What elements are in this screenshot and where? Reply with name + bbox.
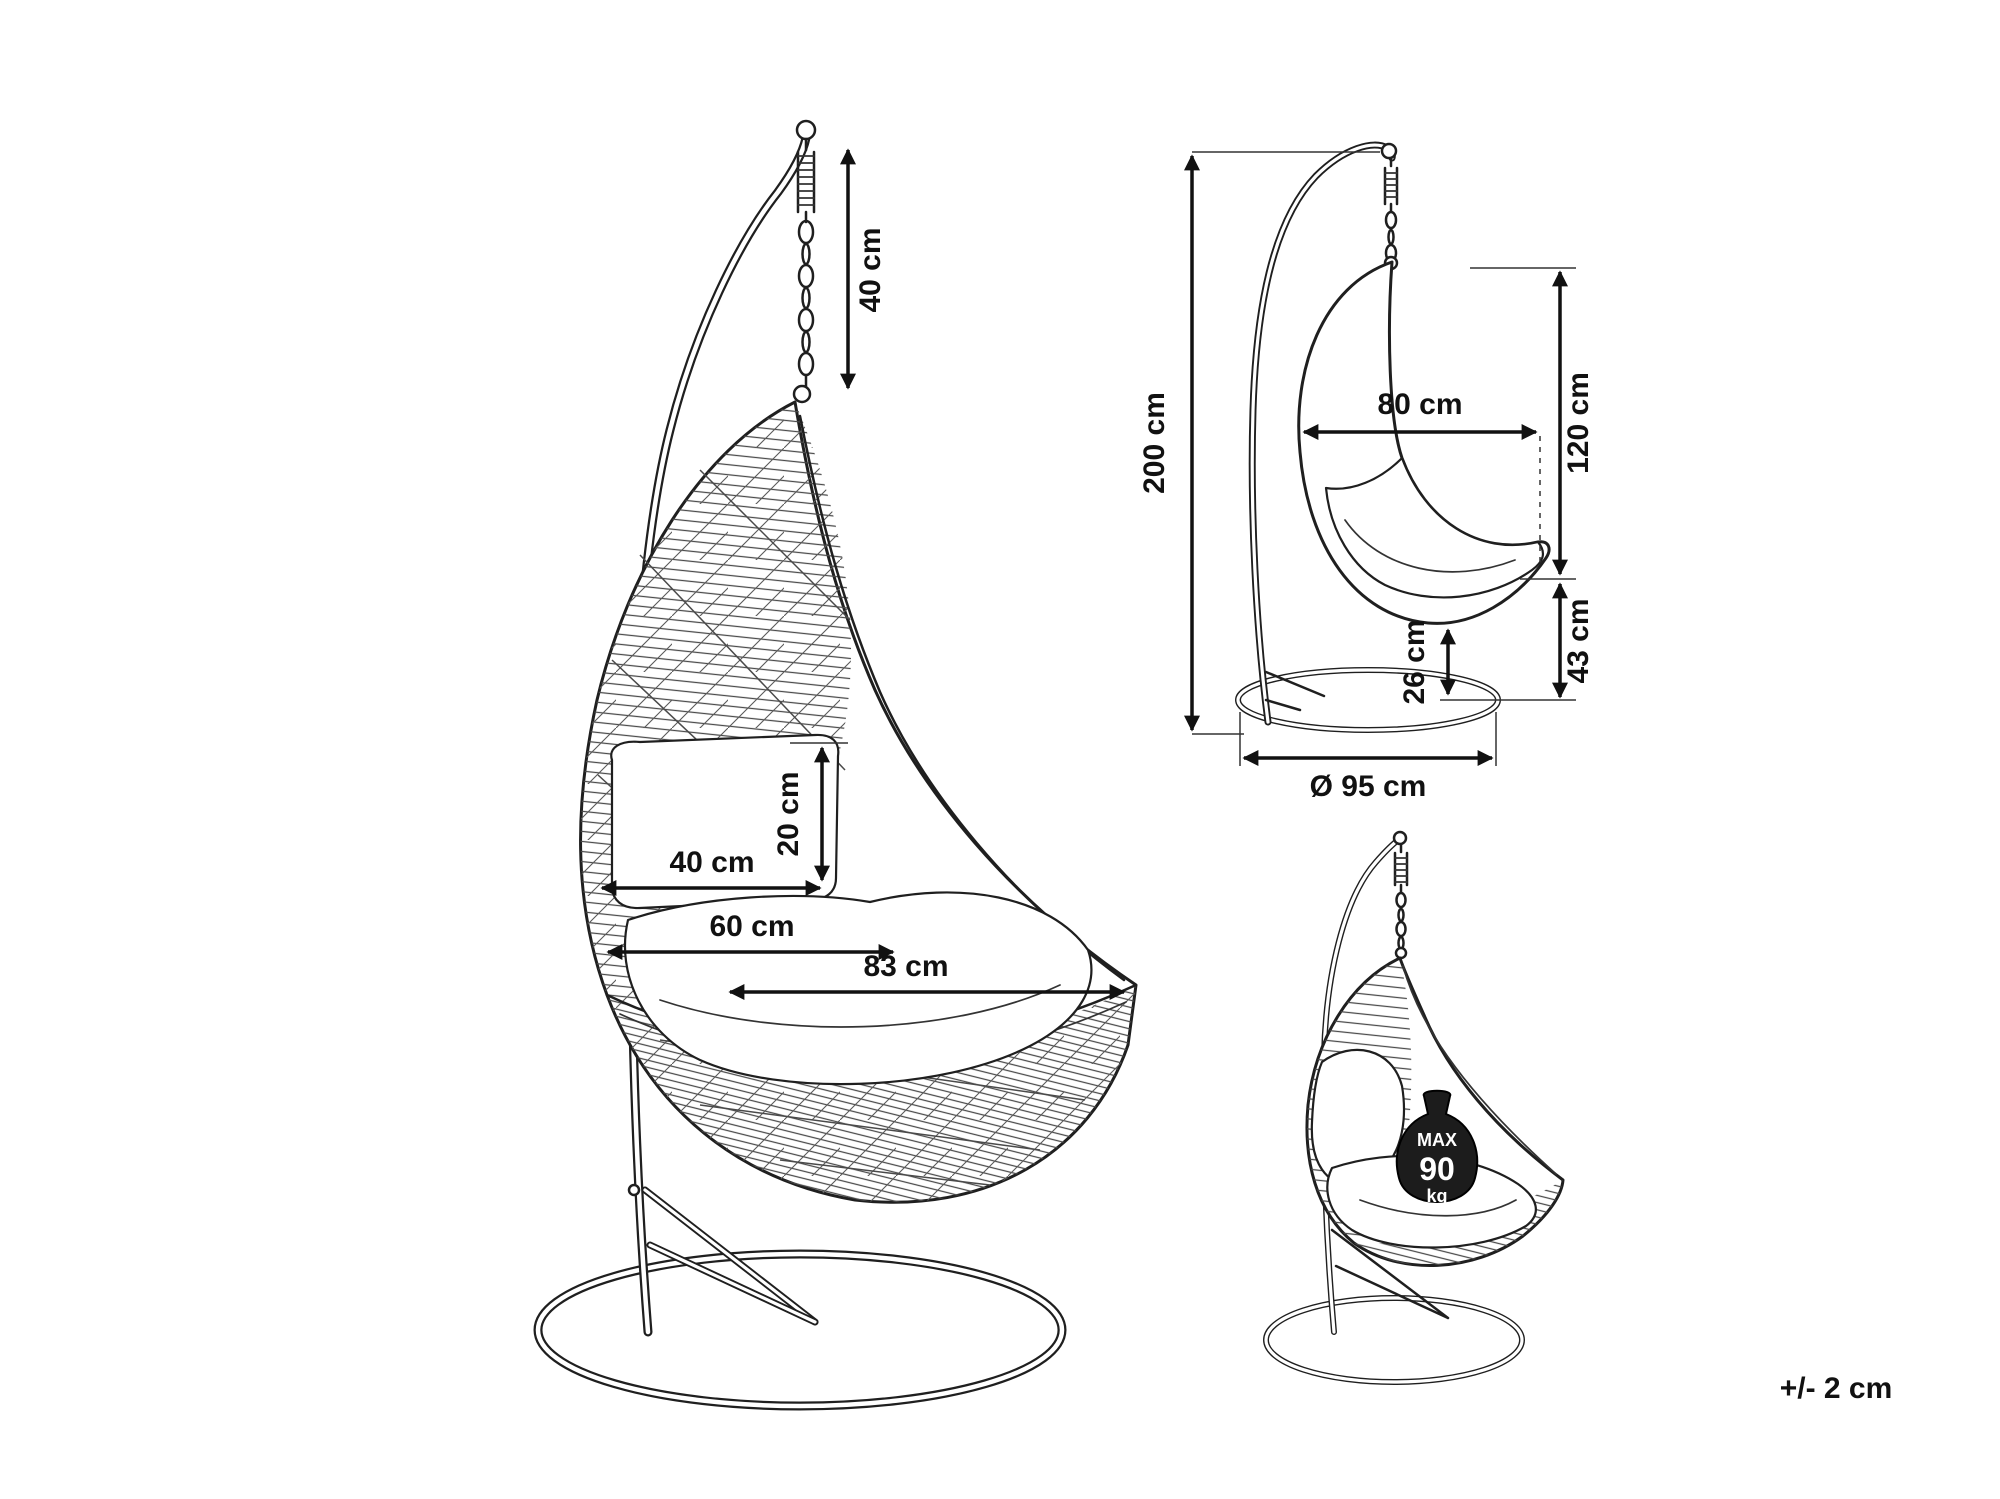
dim-cushion-height: 20 cm [772,771,805,856]
weight-vessel [1395,1089,1479,1203]
load-chain [1393,843,1409,960]
side-chair-body [1297,260,1551,625]
max-load-unit: kg [1426,1186,1447,1206]
side-stand-pole [1248,141,1398,726]
load-stand-pole [1320,830,1450,1335]
max-load-weight: MAX 90 kg [1395,1089,1479,1206]
max-load-label: MAX [1417,1130,1457,1150]
dim-seat-depth: 80 cm [1377,388,1462,421]
max-load-value: 90 [1419,1151,1455,1187]
load-hook-ball [1392,830,1408,846]
dim-chair-height: 120 cm [1562,372,1595,474]
base-ring [533,1249,1067,1411]
dim-cushion-width: 40 cm [669,846,754,879]
dim-seat-width: 60 cm [709,910,794,943]
dim-opening-width: 83 cm [863,950,948,983]
dim-total-height: 200 cm [1138,392,1171,494]
load-base-ring [1263,1295,1525,1385]
side-view-drawing: 200 cm 80 cm 120 cm 43 cm 26 cm Ø 95 cm [1138,141,1595,803]
back-cushion [610,733,840,910]
tolerance-note: +/- 2 cm [1780,1372,1893,1405]
rim-inner-edge [798,414,1126,982]
hook-ball [795,119,817,141]
dim-chain-length: 40 cm [854,227,887,312]
side-view-dimensions: 200 cm 80 cm 120 cm 43 cm 26 cm Ø 95 cm [1138,151,1595,803]
main-view-dimensions: 40 cm 20 cm 40 cm 60 cm 83 cm [600,148,1126,1000]
dim-seat-ground-clearance: 26 cm [1398,619,1431,704]
side-hook-ball [1380,142,1398,160]
pole-bolt [627,1183,641,1197]
load-view-drawing: MAX 90 kg [1263,830,1565,1385]
main-view-drawing: 40 cm 20 cm 40 cm 60 cm 83 cm [533,119,1138,1411]
side-chain [1383,156,1399,271]
dim-ground-clearance: 43 cm [1562,598,1595,683]
chair-body [579,400,1138,1204]
hanging-chain [792,137,816,404]
side-seat-cushion [1324,456,1545,599]
dim-base-diameter: Ø 95 cm [1310,770,1427,803]
